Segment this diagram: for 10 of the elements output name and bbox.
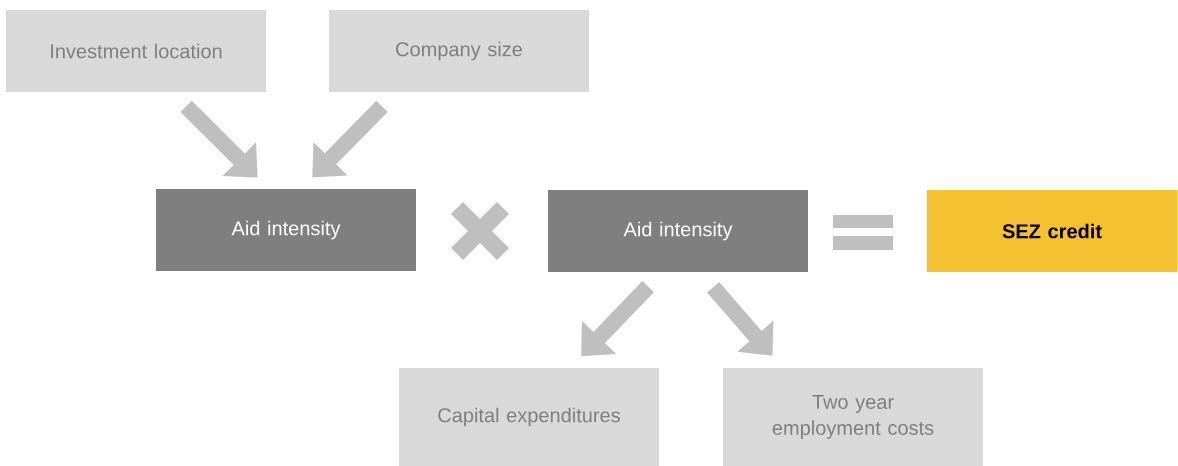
input-box: Investment location <box>6 10 266 92</box>
block-arrow <box>312 100 388 178</box>
block-arrow <box>707 282 774 356</box>
input-box: Company size <box>329 10 589 92</box>
input-box: Two year employment costs <box>723 368 983 466</box>
input-box: Capital expenditures <box>399 368 659 466</box>
factor-box: Aid intensity <box>548 190 808 272</box>
block-arrow <box>180 100 258 178</box>
factor-box: Aid intensity <box>156 189 416 271</box>
result-box: SEZ credit <box>926 190 1178 272</box>
